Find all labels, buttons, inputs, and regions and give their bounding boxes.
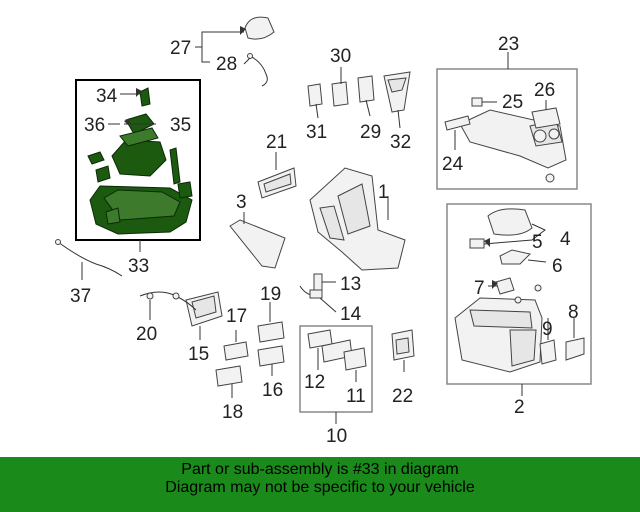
callout-12[interactable]: 12 xyxy=(304,372,325,393)
callout-28[interactable]: 28 xyxy=(216,54,237,75)
callout-10[interactable]: 10 xyxy=(326,426,347,447)
part-11-switch[interactable] xyxy=(343,347,367,371)
callout-23[interactable]: 23 xyxy=(498,34,519,55)
callout-24[interactable]: 24 xyxy=(442,154,464,175)
part-33-shifter-assembly[interactable] xyxy=(87,87,193,235)
part-27-shift-knob[interactable] xyxy=(244,16,275,40)
callout-31[interactable]: 31 xyxy=(306,122,327,143)
part-19-switch[interactable] xyxy=(257,321,285,343)
callout-26[interactable]: 26 xyxy=(534,80,555,101)
part-4-armrest-lid[interactable] xyxy=(487,208,533,236)
callout-13[interactable]: 13 xyxy=(340,274,361,295)
info-banner: Part or sub-assembly is #33 in diagram D… xyxy=(0,457,640,512)
callout-35[interactable]: 35 xyxy=(170,115,191,136)
callout-29[interactable]: 29 xyxy=(360,122,381,143)
part-29-switch[interactable] xyxy=(357,75,375,103)
callout-7[interactable]: 7 xyxy=(474,278,485,299)
part-31-switch[interactable] xyxy=(307,83,323,107)
part-37-cable[interactable] xyxy=(55,239,123,277)
diagram-canvas: 1 2 3 4 5 6 7 8 9 10 11 12 13 14 15 16 1… xyxy=(55,16,592,447)
part-17-switch[interactable] xyxy=(223,341,249,361)
part-24-insert[interactable] xyxy=(444,115,471,131)
callout-2[interactable]: 2 xyxy=(514,397,525,418)
part-15-bezel[interactable] xyxy=(185,291,223,327)
callout-20[interactable]: 20 xyxy=(136,324,157,345)
part-26-cupholder[interactable] xyxy=(531,107,561,129)
group-box-23 xyxy=(436,68,578,190)
leader-lines xyxy=(81,31,575,424)
part-23-screw xyxy=(545,173,555,183)
part-6-tray[interactable] xyxy=(499,249,531,265)
callout-17[interactable]: 17 xyxy=(226,306,247,327)
part-3-side-panel[interactable] xyxy=(229,219,286,269)
part-25-clip[interactable] xyxy=(471,97,483,107)
callout-5[interactable]: 5 xyxy=(532,232,543,253)
group-box-33 xyxy=(75,79,201,241)
part-32-bin[interactable] xyxy=(383,71,411,113)
callout-22[interactable]: 22 xyxy=(392,386,413,407)
callout-16[interactable]: 16 xyxy=(262,380,283,401)
arrowheads xyxy=(124,26,498,289)
callout-8[interactable]: 8 xyxy=(568,302,579,323)
banner-line-2: Diagram may not be specific to your vehi… xyxy=(165,479,475,496)
part-18-switch[interactable] xyxy=(215,365,243,387)
callout-9[interactable]: 9 xyxy=(542,319,553,340)
part-1-console-base[interactable] xyxy=(309,167,406,271)
callout-37[interactable]: 37 xyxy=(70,286,91,307)
part-5-bracket[interactable] xyxy=(469,238,485,249)
callout-14[interactable]: 14 xyxy=(340,304,362,325)
callout-6[interactable]: 6 xyxy=(552,256,563,277)
part-8-cover[interactable] xyxy=(565,337,585,361)
part-21-bezel[interactable] xyxy=(257,167,297,199)
part-13-sensor[interactable] xyxy=(313,273,323,293)
part-7-bracket[interactable] xyxy=(495,277,542,304)
part-30-switch[interactable] xyxy=(331,81,349,107)
callout-36[interactable]: 36 xyxy=(84,115,105,136)
callout-15[interactable]: 15 xyxy=(188,344,209,365)
callout-19[interactable]: 19 xyxy=(260,284,281,305)
callout-1[interactable]: 1 xyxy=(378,182,389,203)
part-9-trim[interactable] xyxy=(539,339,557,365)
group-box-2 xyxy=(446,203,592,385)
part-28-cable[interactable] xyxy=(247,53,268,87)
callout-11[interactable]: 11 xyxy=(346,386,366,407)
callout-27[interactable]: 27 xyxy=(170,38,191,59)
callout-labels: 1 2 3 4 5 6 7 8 9 10 11 12 13 14 15 16 1… xyxy=(70,34,579,447)
callout-4[interactable]: 4 xyxy=(560,229,571,250)
callout-21[interactable]: 21 xyxy=(266,132,287,153)
callout-32[interactable]: 32 xyxy=(390,132,411,153)
part-16-switch[interactable] xyxy=(257,345,285,367)
callout-33[interactable]: 33 xyxy=(128,256,149,277)
callout-18[interactable]: 18 xyxy=(222,402,243,423)
part-14-connector[interactable] xyxy=(299,285,323,299)
part-2-rear-console[interactable] xyxy=(454,297,543,373)
callout-30[interactable]: 30 xyxy=(330,46,351,67)
callout-25[interactable]: 25 xyxy=(502,92,523,113)
part-22-bracket[interactable] xyxy=(391,329,415,361)
callout-3[interactable]: 3 xyxy=(236,192,247,213)
banner-line-1: Part or sub-assembly is #33 in diagram xyxy=(181,461,459,478)
part-20-harness[interactable] xyxy=(139,291,197,311)
callout-34[interactable]: 34 xyxy=(96,86,118,107)
